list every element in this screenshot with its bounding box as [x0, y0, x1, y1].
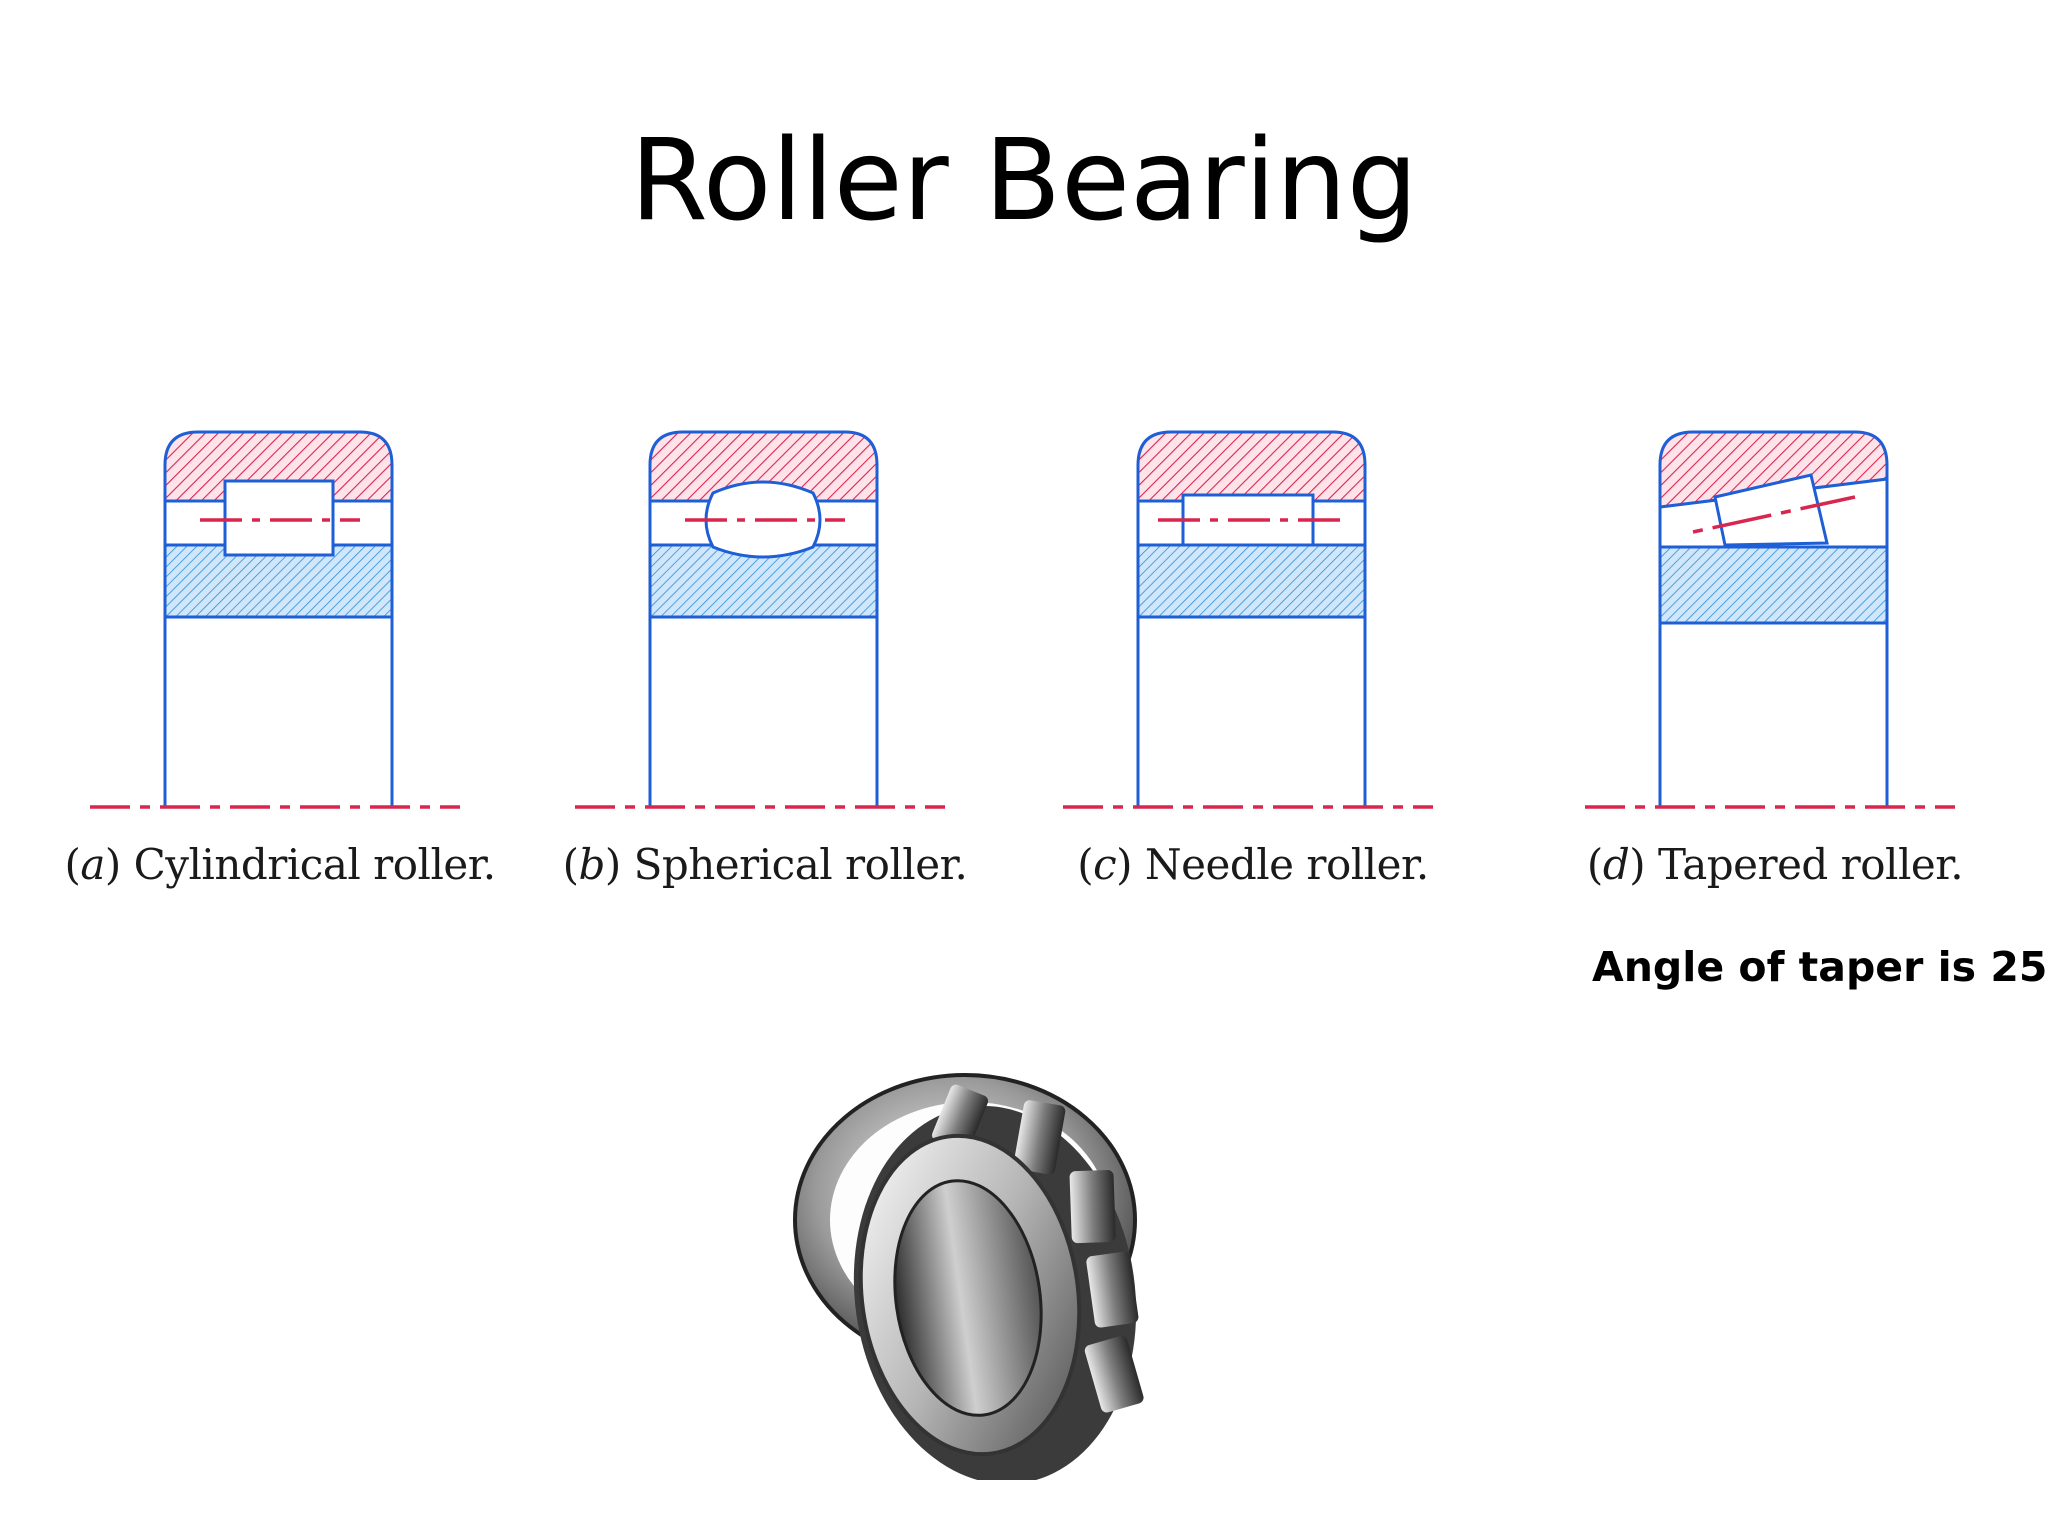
taper-angle-note: Angle of taper is 25o — [1592, 943, 2048, 991]
caption-spherical: (b) Spherical roller. — [562, 840, 968, 889]
tapered-roller — [1713, 473, 1829, 547]
cylindrical-roller — [223, 479, 335, 557]
slide-title: Roller Bearing — [630, 116, 1418, 246]
bore — [893, 1179, 1043, 1417]
tapered-roller-diagram — [1565, 415, 1985, 835]
inner-race — [163, 543, 394, 619]
caption-cylindrical: (a) Cylindrical roller. — [64, 840, 496, 889]
tapered-roller-bearing-photo — [790, 1070, 1180, 1485]
caption-needle: (c) Needle roller. — [1077, 840, 1429, 889]
caption-tapered: (d) Tapered roller. — [1586, 840, 1964, 889]
cylindrical-roller-diagram — [70, 415, 490, 835]
spherical-roller-diagram — [555, 415, 975, 835]
needle-roller-diagram — [1043, 415, 1463, 835]
outer-race — [163, 430, 394, 503]
